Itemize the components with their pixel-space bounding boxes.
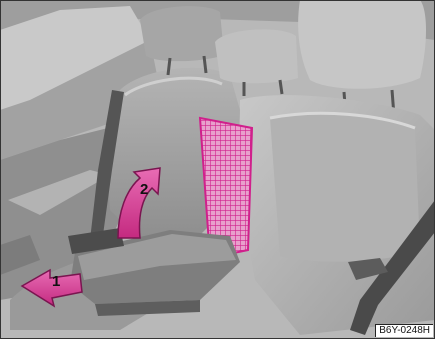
right-headrest bbox=[298, 0, 426, 89]
centre-headrest bbox=[215, 29, 298, 83]
callout-number-2: 2 bbox=[140, 182, 148, 198]
figure-reference-code: B6Y-0248H bbox=[375, 324, 433, 337]
headrest-post bbox=[168, 58, 170, 75]
callout-number-1: 1 bbox=[52, 274, 60, 290]
headrest-post bbox=[204, 56, 206, 73]
right-seat-panel bbox=[270, 113, 420, 261]
left-headrest bbox=[140, 6, 224, 61]
headrest-post bbox=[280, 80, 282, 94]
